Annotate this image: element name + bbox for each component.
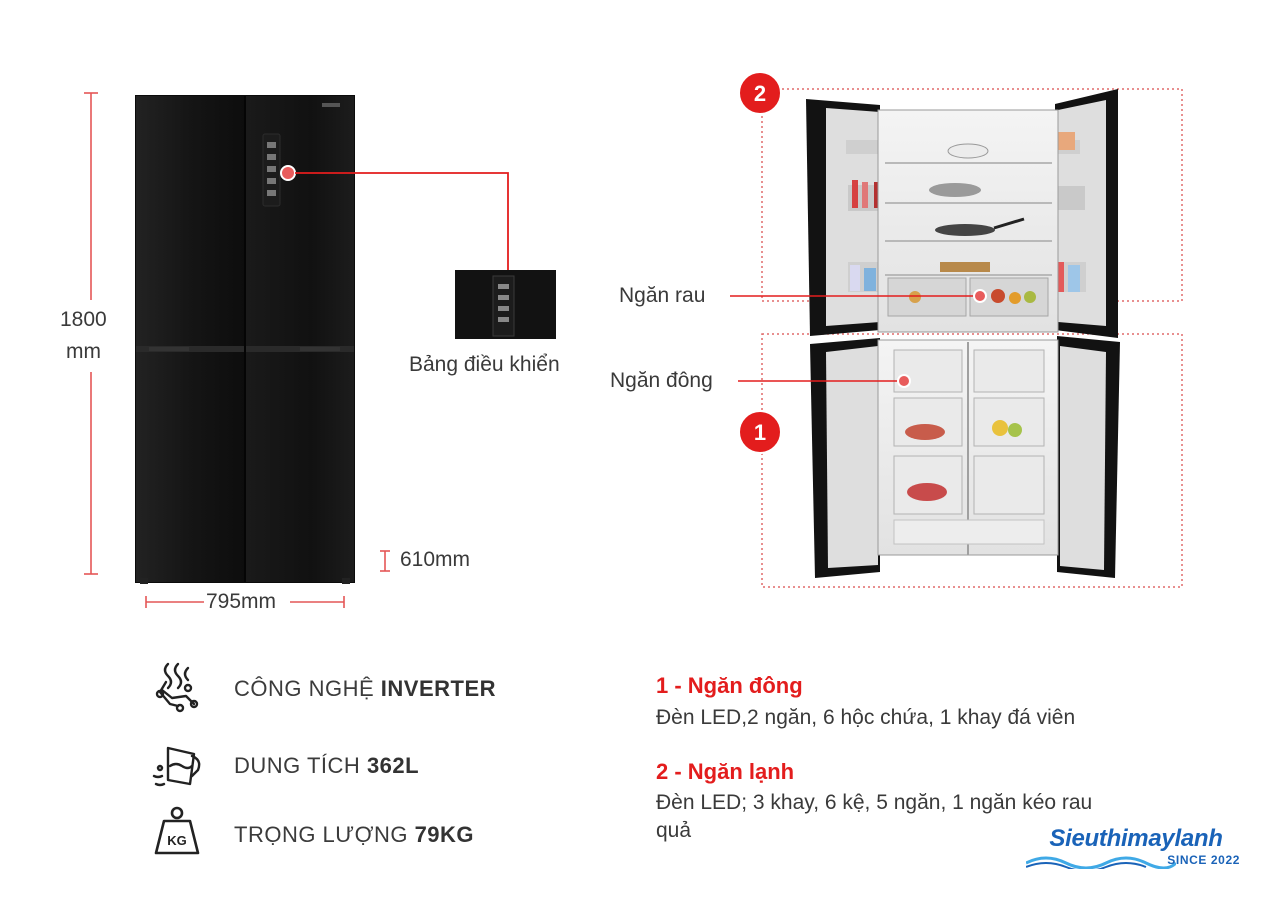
depth-label: 610mm — [400, 548, 471, 571]
freezer-desc-text: Đèn LED,2 ngăn, 6 hộc chứa, 1 khay đá vi… — [656, 706, 1076, 729]
depth-dimension-mark — [380, 550, 390, 572]
weight-kg-icon: KG — [154, 806, 200, 855]
control-panel-inset — [455, 270, 556, 339]
display-panel — [262, 133, 281, 207]
width-label: 795mm — [206, 590, 277, 613]
feature-capacity-prefix: DUNG TÍCH — [234, 753, 367, 778]
height-value: 1800 — [60, 308, 107, 331]
handle-right — [300, 347, 340, 351]
freezer-pointer — [738, 374, 911, 388]
crisper-pointer — [730, 289, 987, 303]
width-dimension-bar — [145, 596, 345, 608]
height-dimension-bar — [60, 92, 122, 575]
svg-text:2: 2 — [754, 81, 766, 106]
open-fridge: 2 1 — [730, 71, 1183, 588]
freezer-zone-box — [761, 333, 1183, 588]
lower-right-door — [246, 352, 354, 582]
lower-left-door — [136, 352, 244, 582]
feature-inverter-prefix: CÔNG NGHỆ — [234, 676, 381, 701]
fridge-desc-title: 2 - Ngăn lạnh — [656, 759, 795, 784]
fridge-desc-text: Đèn LED; 3 khay, 6 kệ, 5 ngăn, 1 ngăn ké… — [656, 791, 1093, 842]
control-panel-callout — [280, 165, 509, 272]
brand-logo-tagline: SINCE 2022 — [1167, 853, 1240, 867]
brand-logo: Sieuthimaylanh SINCE 2022 — [1020, 825, 1252, 873]
feature-inverter-value: INVERTER — [380, 676, 497, 701]
brand-badge — [322, 103, 340, 107]
brand-logo-name: Sieuthimaylanh — [1049, 825, 1223, 852]
badge-fridge-2: 2 — [738, 71, 782, 115]
badge-freezer-1: 1 — [738, 410, 782, 454]
inverter-chip-icon — [155, 662, 199, 713]
freezer-desc-title: 1 - Ngăn đông — [656, 673, 803, 698]
height-unit: mm — [66, 340, 101, 363]
control-panel-caption: Bảng điều khiển — [409, 353, 560, 376]
feature-weight-prefix: TRỌNG LƯỢNG — [234, 822, 415, 847]
svg-text:KG: KG — [167, 833, 187, 848]
feature-inverter: CÔNG NGHỆ INVERTER — [234, 676, 496, 702]
feature-capacity-value: 362L — [366, 753, 420, 778]
feature-weight-value: 79KG — [414, 822, 475, 847]
feature-capacity: DUNG TÍCH 362L — [234, 753, 419, 779]
capacity-jug-icon — [152, 746, 201, 787]
freezer-label: Ngăn đông — [610, 369, 713, 392]
closed-fridge — [60, 92, 556, 608]
feature-weight: TRỌNG LƯỢNG 79KG — [234, 822, 474, 848]
upper-right-door — [246, 96, 354, 346]
crisper-label: Ngăn rau — [619, 284, 706, 307]
wave-icon — [1026, 856, 1176, 869]
handle-left — [149, 347, 189, 351]
svg-text:1: 1 — [754, 420, 766, 445]
upper-left-door — [136, 96, 244, 346]
